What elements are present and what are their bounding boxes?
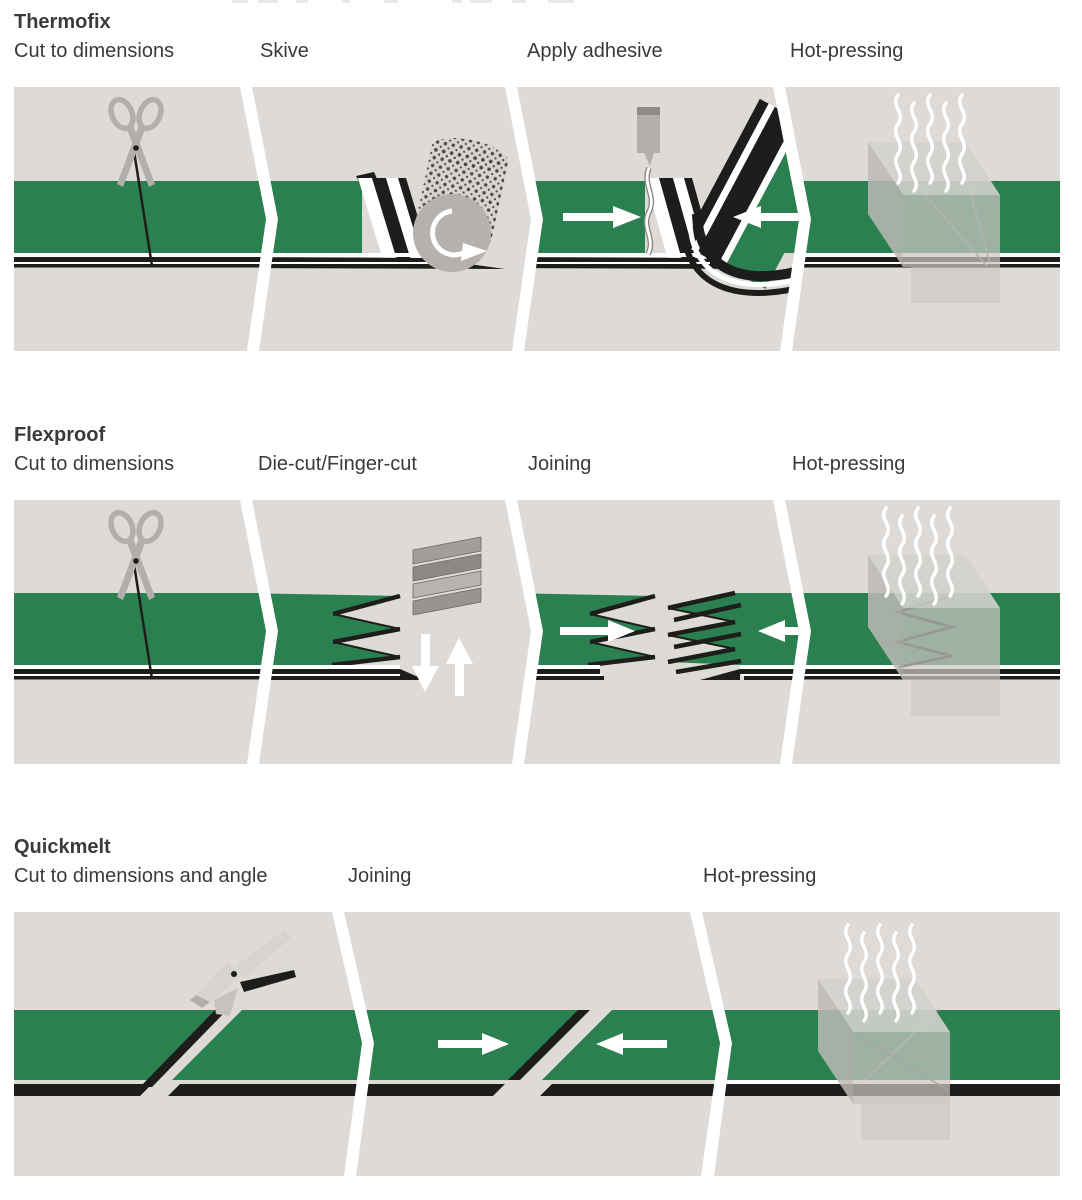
panel-flexproof-cut — [14, 500, 266, 764]
finger-die-icon — [412, 536, 482, 616]
cut-line — [132, 150, 154, 267]
right-angle-end — [540, 1010, 720, 1096]
step-label: Hot-pressing — [792, 453, 906, 475]
arrow-left-icon — [596, 1033, 667, 1055]
step-label: Die-cut/Finger-cut — [258, 453, 417, 475]
panel-quickmelt-cut — [14, 912, 362, 1176]
flexproof-row — [14, 500, 1060, 764]
step-label: Cut to dimensions — [14, 453, 175, 475]
arrow-down-icon — [412, 634, 439, 692]
rotation-arrow-icon — [430, 208, 469, 258]
shears-icon — [190, 930, 296, 1016]
panel-thermofix-skive — [252, 87, 531, 351]
panel-quickmelt-joining — [344, 912, 720, 1176]
arrow-right-icon — [563, 206, 641, 228]
thermofix-row — [14, 87, 1060, 351]
panel-flexproof-joining — [517, 500, 799, 764]
panel-thermofix-adhesive — [517, 87, 799, 351]
arrow-right-icon — [560, 620, 635, 642]
section-title-thermofix: Thermofix — [14, 11, 111, 33]
panel-quickmelt-hotpress — [702, 912, 1060, 1176]
step-label: Hot-pressing — [790, 40, 904, 62]
quickmelt-row — [14, 912, 1060, 1176]
cropped-text-artifact — [232, 0, 574, 3]
arrow-up-icon — [446, 638, 473, 696]
step-label: Hot-pressing — [703, 865, 817, 887]
step-label: Cut to dimensions and angle — [14, 865, 268, 887]
flipped-belt-end — [681, 98, 799, 296]
panel-thermofix-hotpress — [785, 87, 1060, 351]
step-label: Joining — [528, 453, 592, 475]
finger-cut-belt-end — [252, 593, 425, 680]
angle-cut-belt — [14, 1010, 362, 1096]
panel-thermofix-cut — [14, 87, 266, 351]
section-title-flexproof: Flexproof — [14, 424, 106, 446]
cut-line — [132, 563, 154, 680]
section-title-quickmelt: Quickmelt — [14, 836, 111, 858]
skiving-roller-icon — [413, 138, 509, 272]
fold-curve — [681, 229, 799, 296]
arrow-left-icon — [733, 206, 799, 228]
adhesive-tube-icon — [637, 107, 660, 256]
panel-flexproof-hotpress — [785, 500, 1060, 764]
step-label: Skive — [260, 40, 309, 62]
right-finger-end — [667, 590, 799, 680]
panel-flexproof-diecut — [252, 500, 531, 764]
step-label: Joining — [348, 865, 412, 887]
arrow-right-icon — [438, 1033, 509, 1055]
step-label: Apply adhesive — [527, 40, 663, 62]
arrow-left-icon — [758, 620, 799, 642]
step-label: Cut to dimensions — [14, 40, 175, 62]
